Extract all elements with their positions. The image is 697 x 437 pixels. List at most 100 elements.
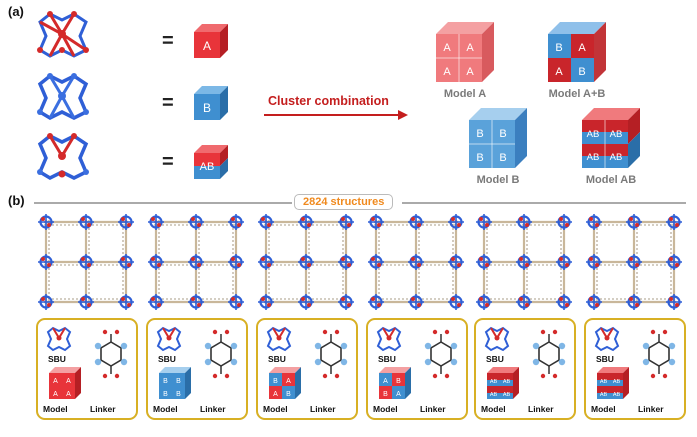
model-a-cube-icon: A A A A [436,22,494,82]
model-a-cell: A [466,66,474,78]
equals-sign: = [162,30,174,52]
model-b-cell: B [476,152,483,164]
card-cube-cell: B [163,378,168,385]
sbu-icon [482,326,512,357]
card-cube-cell: B [273,378,278,385]
card-cube-cell: B [383,391,388,398]
equals-sign: = [162,92,174,114]
sbu-clusters [37,11,89,180]
cube-a-label: A [203,39,211,53]
cube-a-icon: A [194,24,228,58]
sbu-label: SBU [596,354,614,364]
linker-label: Linker [200,404,226,414]
equals-sign: = [162,151,174,173]
model-label: Model [591,404,616,414]
card-cube-cell: AB [613,392,621,398]
linker-label: Linker [420,404,446,414]
sbu-label: SBU [48,354,66,364]
linker-label: Linker [310,404,336,414]
linker-icon [532,328,566,385]
panel-a-label: (a) [8,4,24,19]
mof-structure-2 [148,214,244,310]
model-ab-cell: AB [587,152,600,163]
cube-ab-icon: AB [194,145,228,179]
mof-structure-5 [476,214,572,310]
cluster-blue-icon [37,73,89,120]
model-a-cell: A [466,42,474,54]
mof-structure-6 [586,214,682,310]
card-cube-cell: A [383,378,388,385]
model-label: Model [373,404,398,414]
linker-icon [314,328,348,385]
card-cube-cell: AB [503,392,511,398]
cube-b-icon: B [194,86,228,120]
panel-b-label: (b) [8,193,25,208]
model-a-cell: A [443,42,451,54]
model-b-cube-icon: B B B B [469,108,527,168]
model-ab-cell: AB [610,129,623,140]
card-cube-cell: A [66,391,71,398]
sbu-icon [374,326,404,357]
sbu-label: SBU [378,354,396,364]
arrow-right-icon [264,110,408,120]
linker-label: Linker [90,404,116,414]
model-label: Model [481,404,506,414]
structures-badge: 2824 structures [294,194,394,210]
linker-icon [204,328,238,385]
card-cube-cell: B [286,391,291,398]
card-cube-cell: AB [600,392,608,398]
sbu-label: SBU [486,354,504,364]
model-a-label: Model A [443,88,487,100]
card-cube-cell: A [396,391,401,398]
model-a-cell: A [443,66,451,78]
sbu-icon [154,326,184,357]
model-ab-label: Model AB [585,174,637,186]
model-b-cell: B [476,128,483,140]
linker-icon [642,328,676,385]
sbu-icon [264,326,294,357]
divider-right [402,202,686,204]
mof-structure-3 [258,214,354,310]
card-cube-cell: B [176,391,181,398]
card-cube-cell: AB [613,379,621,385]
model-label: Model [43,404,68,414]
card-cube-cell: A [273,391,278,398]
cluster-mixed-icon [37,133,89,180]
model-ab-mixed-cell: B [578,66,585,78]
linker-label: Linker [638,404,664,414]
linker-label: Linker [528,404,554,414]
mof-structure-1 [38,214,134,310]
sbu-label: SBU [158,354,176,364]
card-cube-cell: B [163,391,168,398]
model-ab-mixed-cube-icon: B A A B [548,22,606,82]
mof-structures [0,212,697,312]
combination-label: Cluster combination [268,94,389,108]
card-cube-cell: A [286,378,291,385]
card-cube-cell: A [53,378,58,385]
card-cube-cell: A [66,378,71,385]
card-cube-cell: AB [600,379,608,385]
divider-left [34,202,292,204]
model-ab-cell: AB [587,129,600,140]
card-cube-cell: B [396,378,401,385]
cube-ab-label: AB [200,161,215,173]
cluster-red-icon [37,11,89,58]
sbu-icon [592,326,622,357]
sbu-label: SBU [268,354,286,364]
sbu-icon [44,326,74,357]
model-ab-mixed-cell: A [578,42,586,54]
card-cube-cell: AB [490,379,498,385]
card-cube-cell: B [176,378,181,385]
model-cube-icon: AB AB AB AB [594,364,632,407]
model-b-cell: B [499,152,506,164]
model-ab-cell: AB [610,152,623,163]
